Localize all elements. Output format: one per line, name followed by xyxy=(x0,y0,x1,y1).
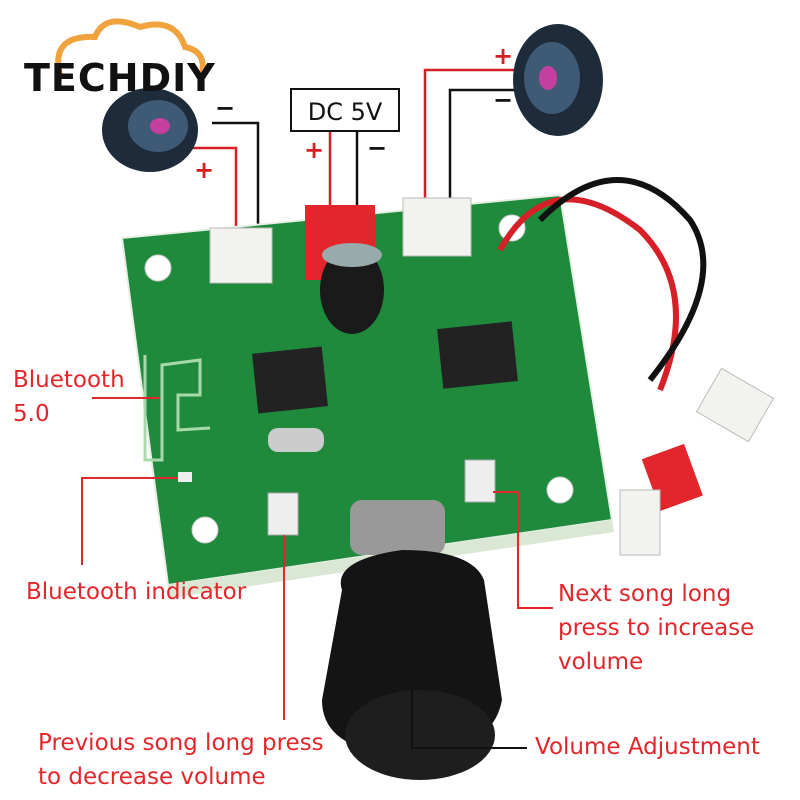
bluetooth-antenna xyxy=(143,355,211,462)
leader-indicator xyxy=(81,477,178,565)
label-next-song: Next song long press to increase volume xyxy=(558,581,755,675)
mount-hole xyxy=(546,476,574,504)
right-plus-wire xyxy=(423,68,520,210)
mount-hole xyxy=(191,516,219,544)
logo-cloud xyxy=(55,18,206,83)
right-speaker-plus: + xyxy=(493,42,514,70)
left-minus-wire xyxy=(212,121,260,235)
right-speaker-icon xyxy=(513,24,603,136)
label-bluetooth-indicator: Bluetooth indicator xyxy=(26,579,247,605)
chip xyxy=(252,346,328,414)
bluetooth-led xyxy=(178,472,192,482)
left-speaker-icon xyxy=(102,88,198,172)
brand-logo: TECHDIY xyxy=(24,56,216,100)
power-minus: − xyxy=(367,134,388,162)
right-speaker-minus: − xyxy=(493,86,514,114)
label-bluetooth: Bluetooth 5.0 xyxy=(13,367,125,427)
left-speaker-connector xyxy=(209,227,273,284)
right-minus-wire xyxy=(448,88,520,210)
harness-red xyxy=(497,196,679,392)
prev-button xyxy=(267,492,299,536)
capacitor xyxy=(320,246,384,334)
label-volume-adjustment: Volume Adjustment xyxy=(535,734,760,760)
leader-volume xyxy=(411,690,527,749)
leader-next xyxy=(493,491,553,609)
pot-shaft xyxy=(350,500,445,555)
left-speaker-minus: − xyxy=(215,94,236,122)
plug-white xyxy=(619,489,661,556)
left-plus-wire xyxy=(190,146,238,235)
chip xyxy=(437,321,518,389)
right-speaker-connector xyxy=(402,197,472,257)
crystal xyxy=(268,428,324,452)
left-speaker-plus: + xyxy=(194,156,215,184)
power-plus: + xyxy=(304,136,325,164)
power-label: DC 5V xyxy=(290,88,400,132)
plug-white xyxy=(695,367,775,443)
label-previous-song: Previous song long press to decrease vol… xyxy=(38,730,324,790)
next-button xyxy=(464,459,496,503)
mount-hole xyxy=(144,254,172,282)
harness-black xyxy=(537,177,707,382)
